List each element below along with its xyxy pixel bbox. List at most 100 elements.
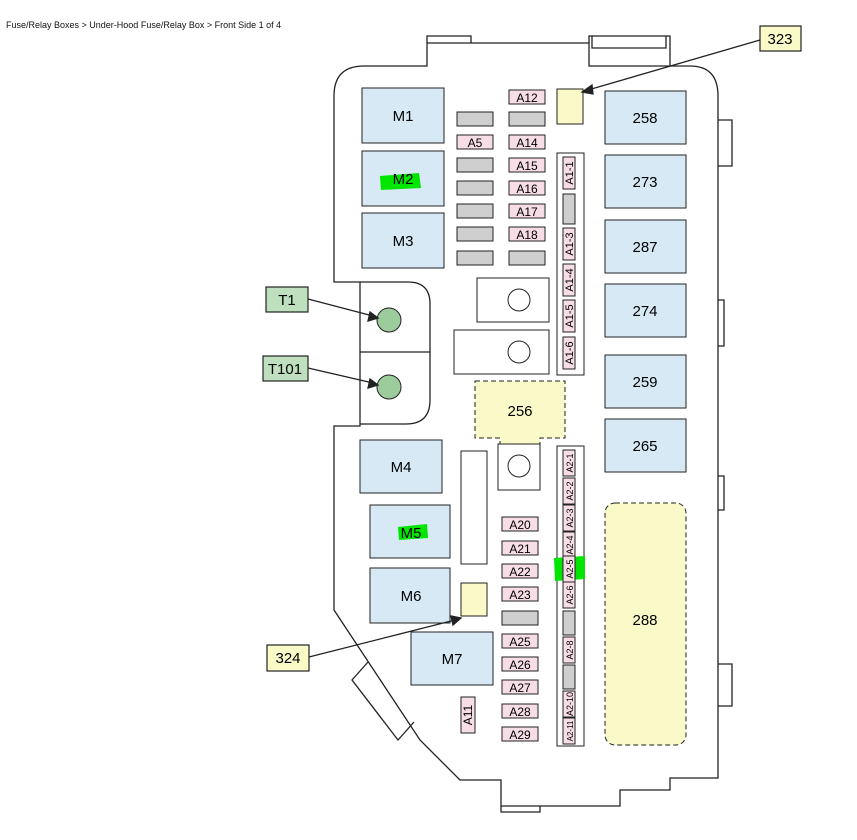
fuse-A2-11: A2-11 [562,717,576,745]
fuse-A5: A5 [456,134,494,150]
relay-258: 258 [604,90,687,145]
fuse-A2-4-label: A2-4 [565,535,575,554]
fuse-A28: A28 [501,703,539,719]
bolt-icon [507,340,531,364]
fuse-A2-5: A2-5 [562,555,576,583]
relay-M1: M1 [361,87,445,144]
component-323 [556,88,584,125]
callout-T101: T101 [262,355,309,382]
fuse-A14: A14 [508,134,546,150]
relay-274-label: 274 [632,303,657,320]
fuse-A25: A25 [501,633,539,649]
fuse-A1-1-label: A1-1 [564,161,576,184]
bolt-icon [507,288,531,312]
relay-273-label: 273 [632,174,657,191]
fuse-A1-1: A1-1 [562,156,576,190]
relay-M7-label: M7 [442,651,463,668]
fuse-A12: A12 [508,89,546,105]
highlight-mark [380,173,421,190]
connector-block [453,277,550,565]
fuse-A12-label: A12 [516,91,538,105]
fuse-A16: A16 [508,180,546,196]
fuse-A23-label: A23 [509,588,531,602]
fuse-A25-label: A25 [509,635,531,649]
callout-323: 323 [759,25,802,52]
zone-256-label: 256 [507,403,532,420]
fuse-A11-label: A11 [461,704,475,725]
spare-fuse [562,664,576,690]
relay-M4-label: M4 [391,459,412,476]
fuse-A1-4-label: A1-4 [564,268,576,291]
fuse-A23: A23 [501,586,539,602]
relay-M6: M6 [369,567,451,624]
callout-T1-label: T1 [278,292,296,309]
fuse-A15-label: A15 [516,159,538,173]
fuse-A2-8-label: A2-8 [565,640,575,659]
fuse-A1-4: A1-4 [562,263,576,297]
fuse-A22: A22 [501,563,539,579]
callout-323-label: 323 [767,31,792,48]
fuse-A17: A17 [508,203,546,219]
fuse-A2-10: A2-10 [562,690,576,718]
relay-M5-label: M5 [401,525,422,542]
fuse-A2-1: A2-1 [562,449,576,477]
fuse-A11: A11 [460,696,476,734]
relay-287-label: 287 [632,239,657,256]
highlight-mark [398,524,428,540]
fuse-A16-label: A16 [516,182,538,196]
relay-M3: M3 [361,212,445,269]
relay-M6-label: M6 [401,588,422,605]
fuse-A14-label: A14 [516,136,538,150]
relay-265-label: 265 [632,438,657,455]
relay-M2: M2 [361,150,445,207]
fuse-A2-8: A2-8 [562,636,576,664]
relay-M3-label: M3 [393,233,414,250]
spare-fuse [562,610,576,636]
terminal-T1 [376,307,402,333]
fuse-A29: A29 [501,726,539,742]
fuse-A20-label: A20 [509,518,531,532]
fuse-A27-label: A27 [509,681,531,695]
relay-M7: M7 [410,631,494,686]
fuse-A18: A18 [508,226,546,242]
relay-M1-label: M1 [393,108,414,125]
relay-274: 274 [604,283,687,338]
relay-259: 259 [604,354,687,409]
callout-T101-label: T101 [268,361,302,378]
fuse-A18-label: A18 [516,228,538,242]
relay-258-label: 258 [632,110,657,127]
fuse-A2-10-label: A2-10 [565,692,575,716]
fuse-A20: A20 [501,516,539,532]
fuse-A2-1-label: A2-1 [565,453,575,472]
relay-265: 265 [604,418,687,473]
fuse-A27: A27 [501,679,539,695]
relay-273: 273 [604,154,687,209]
fuse-A17-label: A17 [516,205,538,219]
spare-fuses [456,111,546,626]
zone-288-label: 288 [632,612,657,629]
breadcrumb: Fuse/Relay Boxes > Under-Hood Fuse/Relay… [6,20,282,30]
terminal-T101 [376,374,402,400]
fuse-A15: A15 [508,157,546,173]
fuse-A1-3: A1-3 [562,227,576,261]
fuse-A1-6: A1-6 [562,336,576,370]
fuse-A2-3: A2-3 [562,504,576,532]
relay-M5: M5 [369,504,451,559]
fuse-A1-3-label: A1-3 [564,232,576,255]
fuse-A2-6: A2-6 [562,581,576,609]
bolt-icon [507,454,531,478]
fuse-A28-label: A28 [509,705,531,719]
fuse-A2-6-label: A2-6 [565,585,575,604]
fuse-A21: A21 [501,540,539,556]
callout-324-label: 324 [275,650,300,667]
relay-259-label: 259 [632,374,657,391]
spare-fuse [562,193,576,225]
leader-lines [307,39,761,658]
callout-T1: T1 [265,286,309,313]
fuse-A29-label: A29 [509,728,531,742]
fuse-strip-A1-items: A1-1A1-3A1-4A1-5A1-6 [562,156,576,370]
callout-324: 324 [266,644,310,672]
fuse-A2-5-label: A2-5 [565,559,575,578]
